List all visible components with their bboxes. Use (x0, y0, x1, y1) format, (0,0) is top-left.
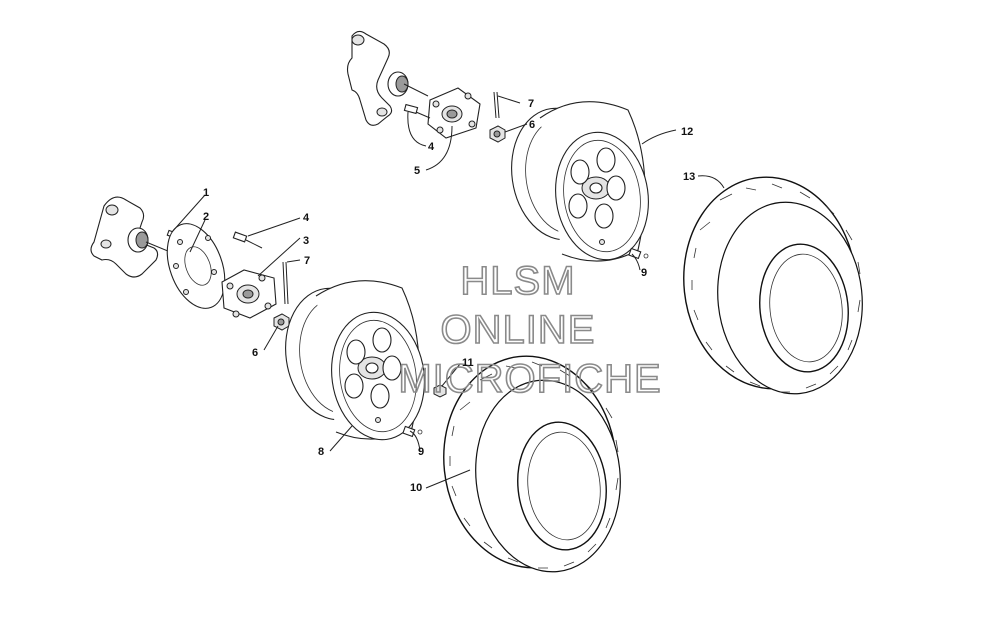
callouts: 1 2 3 4 4 5 6 6 7 7 8 9 9 10 11 12 13 (203, 98, 695, 494)
front-cotter-pin (282, 261, 289, 305)
callout-4-rear: 4 (428, 141, 435, 153)
callout-7-front: 7 (304, 255, 310, 267)
rear-cotter-pin (493, 91, 500, 119)
rear-valve-stem (628, 247, 649, 260)
front-wheel-rim (285, 280, 425, 441)
rear-stud (403, 103, 431, 119)
callout-2: 2 (203, 211, 209, 223)
callout-6-rear: 6 (529, 119, 535, 131)
callout-9-rear: 9 (641, 267, 647, 279)
callout-4-front: 4 (303, 212, 310, 224)
watermark-line1: HLSM (460, 259, 575, 303)
front-stud (232, 231, 263, 249)
callout-6-front: 6 (252, 347, 258, 359)
callout-8: 8 (318, 446, 324, 458)
front-wheel-nut (433, 384, 447, 398)
watermark: HLSM ONLINE MICROFICHE (398, 258, 662, 402)
rear-nut (489, 125, 506, 143)
callout-10: 10 (410, 482, 422, 494)
rear-wheel-rim (511, 101, 649, 262)
rear-tire (683, 176, 863, 395)
callout-11: 11 (462, 357, 474, 369)
callout-3: 3 (303, 235, 309, 247)
front-tire (443, 355, 621, 573)
watermark-line3: MICROFICHE (398, 357, 661, 401)
brake-disc (166, 223, 226, 309)
watermark-line2: ONLINE (441, 308, 596, 352)
callout-7-rear: 7 (528, 98, 534, 110)
rear-hub (427, 87, 481, 139)
callout-12: 12 (681, 126, 693, 138)
callout-9-front: 9 (418, 446, 424, 458)
callout-5: 5 (414, 165, 420, 177)
callout-1: 1 (203, 187, 209, 199)
front-nut (273, 313, 290, 331)
callout-13: 13 (683, 171, 695, 183)
leader-lines (171, 95, 725, 489)
front-hub (221, 269, 277, 319)
front-knuckle (90, 196, 181, 278)
rear-knuckle (346, 30, 429, 126)
